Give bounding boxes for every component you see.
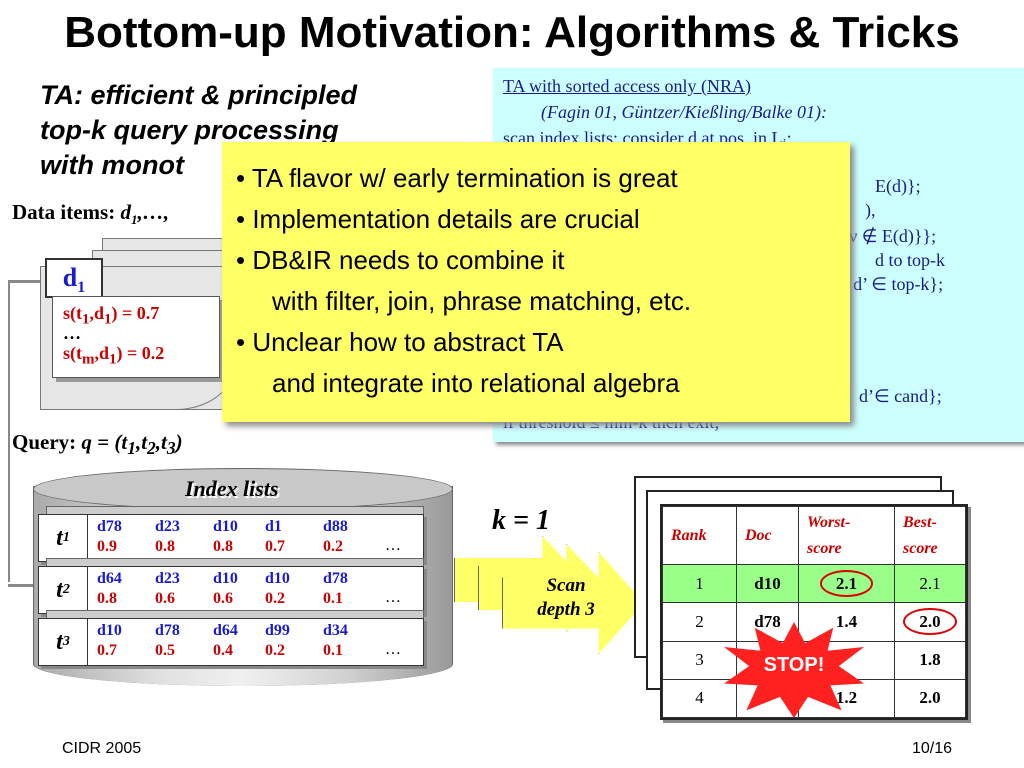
table-row: 4 1.2 2.0: [662, 678, 966, 719]
overlay-bullet: • Unclear how to abstract TA: [236, 327, 564, 357]
table-row: 1 d10 2.1 2.1: [662, 563, 966, 604]
more-ellipsis: …: [385, 537, 401, 554]
overlay-bullet-cont: and integrate into relational algebra: [272, 368, 680, 398]
footer-page-number: 10/16: [912, 740, 953, 757]
doc-tab: d1: [45, 258, 103, 298]
score-ellipsis: …: [63, 323, 81, 343]
slide-title: Bottom-up Motivation: Algorithms & Trick…: [64, 8, 960, 57]
nra-line: ),: [865, 200, 876, 220]
score-line: s(tm,d1) = 0.2: [63, 343, 165, 368]
nra-title: TA with sorted access only (NRA): [503, 76, 752, 96]
nra-line: d’∈ cand};: [859, 386, 942, 406]
data-items-label: Data items: d1,…,: [12, 200, 169, 228]
overlay-bullet: • DB&IR needs to combine it: [236, 245, 565, 275]
index-cylinder-top: [33, 468, 453, 510]
ta-heading-line: top-k query processing: [40, 115, 339, 145]
index-lists-label: Index lists: [185, 476, 279, 501]
summary-overlay: • TA flavor w/ early termination is grea…: [222, 142, 850, 422]
k-label: k = 1: [492, 505, 550, 536]
more-ellipsis: …: [385, 589, 401, 606]
connector-line: [8, 280, 44, 283]
more-ellipsis: …: [385, 641, 401, 658]
nra-line: d to top-k: [875, 250, 945, 270]
connector-line: [8, 584, 34, 587]
overlay-bullet: • TA flavor w/ early termination is grea…: [236, 163, 678, 193]
doc-score-card: s(t1,d1) = 0.7 … s(tm,d1) = 0.2: [52, 296, 220, 378]
nra-line: E(d)};: [875, 176, 921, 196]
data-items-var: d1,…,: [120, 200, 169, 228]
nra-line: | d’ ∈ top-k};: [845, 274, 944, 294]
col-header: Best-score: [894, 506, 966, 565]
nra-line: | ν ∉ E(d)}};: [841, 226, 937, 246]
query-label: Query: q = (t1,t2,t3): [12, 430, 183, 459]
footer-venue: CIDR 2005: [62, 740, 142, 757]
score-line: s(t1,d1) = 0.7: [63, 303, 160, 328]
col-header: Worst-score: [798, 506, 895, 565]
scan-depth-label: Scan depth 3: [537, 575, 595, 620]
nra-citation: (Fagin 01, Güntzer/Kießling/Balke 01):: [541, 102, 827, 122]
ta-heading-line: with monot: [40, 150, 184, 180]
col-header: Doc: [736, 506, 799, 565]
ta-heading-line: TA: efficient & principled: [40, 80, 358, 110]
ta-heading: TA: efficient & principled top-k query p…: [40, 78, 460, 183]
col-header: Rank: [662, 506, 737, 565]
overlay-bullet: • Implementation details are crucial: [236, 204, 640, 234]
table-row: 2 d78 1.4 2.0: [662, 602, 966, 642]
stop-label: STOP!: [763, 654, 825, 676]
overlay-bullet-cont: with filter, join, phrase matching, etc.: [272, 286, 692, 316]
